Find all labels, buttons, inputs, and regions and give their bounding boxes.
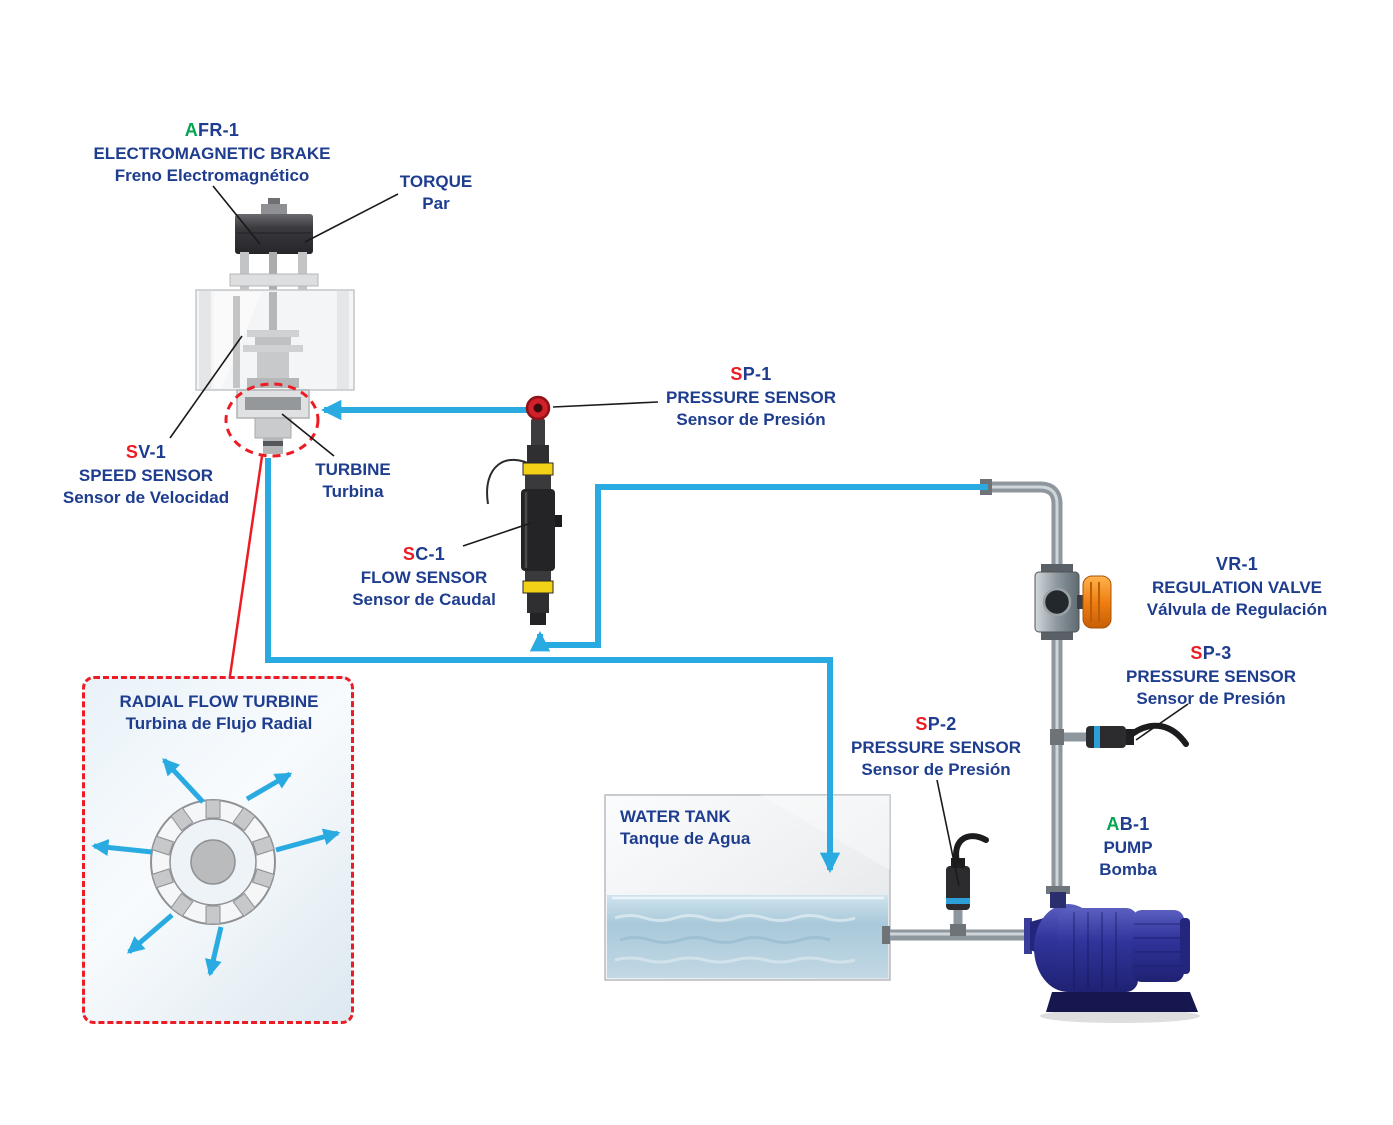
vr1-name-en: REGULATION VALVE xyxy=(1151,577,1322,597)
label-sv1: SV-1 SPEED SENSOR Sensor de Velocidad xyxy=(63,441,229,510)
sp3-code: SP-3 xyxy=(1190,643,1232,663)
sp1-name-es: Sensor de Presión xyxy=(676,410,826,430)
ab1-name-es: Bomba xyxy=(1099,860,1157,880)
sv1-name-es: Sensor de Velocidad xyxy=(62,488,230,508)
sc1-code: SC-1 xyxy=(402,544,446,564)
sp3-name-en: PRESSURE SENSOR xyxy=(1125,666,1297,686)
vr1-name-es: Válvula de Regulación xyxy=(1146,600,1328,620)
sp2-code: SP-2 xyxy=(915,714,957,734)
sp3-name-es: Sensor de Presión xyxy=(1136,689,1286,709)
turbine-name-en: TURBINE xyxy=(315,460,391,479)
sp3-pressure-sensor xyxy=(1050,722,1189,748)
pointer-sp2 xyxy=(936,779,960,887)
pointer-afr1 xyxy=(212,185,261,245)
sp2-name-es: Sensor de Presión xyxy=(861,760,1011,780)
sp1-pressure-sensor xyxy=(525,395,551,452)
inset-title-es: Turbina de Flujo Radial xyxy=(125,714,313,734)
label-turbine: TURBINE Turbina xyxy=(315,459,391,504)
pointer-lines xyxy=(169,185,1189,887)
blue-piping xyxy=(265,399,988,874)
afr1-code: AFR-1 xyxy=(184,120,240,140)
sv1-code: SV-1 xyxy=(125,442,167,462)
flow-sensor xyxy=(486,445,562,625)
speed-sensor-rod xyxy=(233,296,240,388)
sensor-cable xyxy=(486,458,535,505)
afr1-name-en: ELECTROMAGNETIC BRAKE xyxy=(93,143,331,163)
pointer-sp3 xyxy=(1135,703,1189,741)
label-ab1: AB-1 PUMP Bomba xyxy=(1099,813,1157,882)
sp2-name-en: PRESSURE SENSOR xyxy=(850,737,1022,757)
turbine-name-es: Turbina xyxy=(322,482,384,502)
valve-handle xyxy=(1082,575,1112,629)
pipe-valve-to-flow-sensor xyxy=(529,484,988,652)
ab1-name-en: PUMP xyxy=(1103,837,1153,857)
label-vr1: VR-1 REGULATION VALVE Válvula de Regulac… xyxy=(1147,553,1327,622)
pump xyxy=(1024,886,1200,1023)
sp1-code: SP-1 xyxy=(730,364,772,384)
regulation-valve xyxy=(1034,564,1112,640)
turbine-wheel-diagram xyxy=(91,758,341,977)
label-sp3: SP-3 PRESSURE SENSOR Sensor de Presión xyxy=(1126,642,1296,711)
radial-flow-arrows xyxy=(91,758,341,977)
pointer-turbine xyxy=(281,413,335,457)
torque-name-es: Par xyxy=(422,194,450,214)
sc1-name-es: Sensor de Caudal xyxy=(352,590,496,610)
water-tank xyxy=(604,794,891,981)
sv1-name-en: SPEED SENSOR xyxy=(78,465,214,485)
ab1-code: AB-1 xyxy=(1106,814,1150,834)
water-tank-name-en: WATER TANK xyxy=(620,807,731,826)
turbine-unit xyxy=(236,389,310,454)
label-sp1: SP-1 PRESSURE SENSOR Sensor de Presión xyxy=(666,363,836,432)
electromagnetic-brake-assembly xyxy=(195,198,355,458)
label-sc1: SC-1 FLOW SENSOR Sensor de Caudal xyxy=(352,543,496,612)
torque-name-en: TORQUE xyxy=(399,172,473,191)
pointer-sp1 xyxy=(552,401,659,408)
label-sp2: SP-2 PRESSURE SENSOR Sensor de Presión xyxy=(851,713,1021,782)
label-afr1: AFR-1 ELECTROMAGNETIC BRAKE Freno Electr… xyxy=(93,119,330,188)
label-radial-flow-turbine: RADIAL FLOW TURBINE Turbina de Flujo Rad… xyxy=(120,691,319,736)
inset-title-en: RADIAL FLOW TURBINE xyxy=(119,692,319,711)
pointer-sv1 xyxy=(169,335,243,439)
water-tank-name-es: Tanque de Agua xyxy=(620,829,751,849)
afr1-name-es: Freno Electromagnético xyxy=(114,166,310,186)
pipe-turbine-to-tank xyxy=(265,458,841,874)
pointer-sc1 xyxy=(462,522,532,547)
sp2-pressure-sensor xyxy=(946,833,989,936)
label-torque: TORQUE Par xyxy=(400,171,472,216)
sc1-name-en: FLOW SENSOR xyxy=(360,567,488,587)
label-water-tank: WATER TANK Tanque de Agua xyxy=(620,806,750,851)
turbine-highlight-ellipse xyxy=(224,382,320,458)
pointer-torque xyxy=(304,193,399,243)
red-callout-line xyxy=(228,455,264,677)
vr1-code: VR-1 xyxy=(1215,554,1259,574)
sp1-name-en: PRESSURE SENSOR xyxy=(665,387,837,407)
